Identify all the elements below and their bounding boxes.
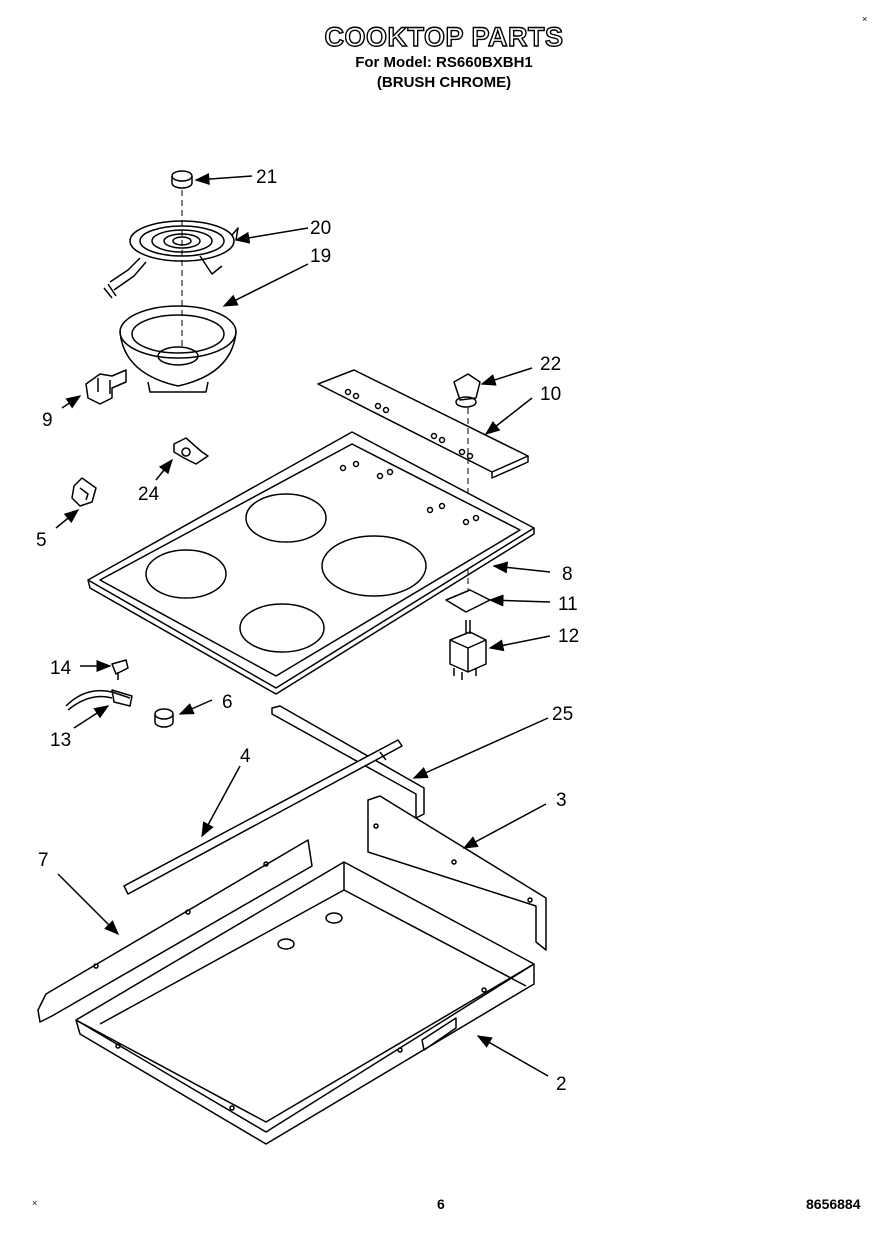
callout-8: 8 (562, 564, 573, 585)
part-11-plate (445, 589, 491, 613)
part-4-rail (123, 739, 403, 895)
callout-19: 19 (310, 246, 331, 267)
part-5-clip (71, 477, 97, 507)
corner-mark-bottom: × (32, 1198, 38, 1208)
callout-24: 24 (138, 484, 160, 505)
callout-14: 14 (50, 658, 72, 679)
callout-25: 25 (552, 704, 573, 725)
part-2-bottom-tray (75, 861, 535, 1145)
part-22-knob (453, 373, 481, 408)
part-9-bracket (85, 369, 127, 405)
part-6-grommet (154, 708, 174, 728)
part-24-connector (173, 437, 209, 465)
part-13-wire (65, 689, 133, 711)
document-part-number: 8656884 (806, 1196, 861, 1212)
callout-21: 21 (256, 167, 277, 188)
callout-6: 6 (222, 692, 233, 713)
callout-12: 12 (558, 626, 579, 647)
part-3-rear-panel (367, 795, 547, 951)
corner-mark-top: × (862, 14, 868, 24)
callout-2: 2 (556, 1074, 567, 1095)
leader-arrows (55, 173, 551, 1077)
callout-4: 4 (240, 746, 251, 767)
part-21-cap (171, 170, 193, 189)
part-19-drip-pan (119, 305, 237, 393)
callout-22: 22 (540, 354, 561, 375)
part-7-front-panel (37, 839, 313, 1023)
callout-5: 5 (36, 530, 47, 551)
callout-11: 11 (558, 594, 578, 615)
part-25-bracket (271, 705, 425, 819)
callout-7: 7 (38, 850, 49, 871)
model-line: For Model: RS660BXBH1 (355, 54, 533, 71)
callout-9: 9 (42, 410, 53, 431)
page-title: COOKTOP PARTS (324, 21, 564, 52)
part-10-control-panel (317, 369, 529, 479)
part-12-switch (449, 620, 487, 680)
finish-line: (BRUSH CHROME) (376, 74, 512, 91)
part-8-cooktop (87, 431, 535, 695)
page-number: 6 (437, 1196, 445, 1212)
part-20-coil-element (103, 220, 239, 299)
part-14-nut (111, 659, 129, 680)
callout-13: 13 (50, 730, 71, 751)
callout-3: 3 (556, 790, 567, 811)
callout-20: 20 (310, 218, 331, 239)
callout-10: 10 (540, 384, 561, 405)
